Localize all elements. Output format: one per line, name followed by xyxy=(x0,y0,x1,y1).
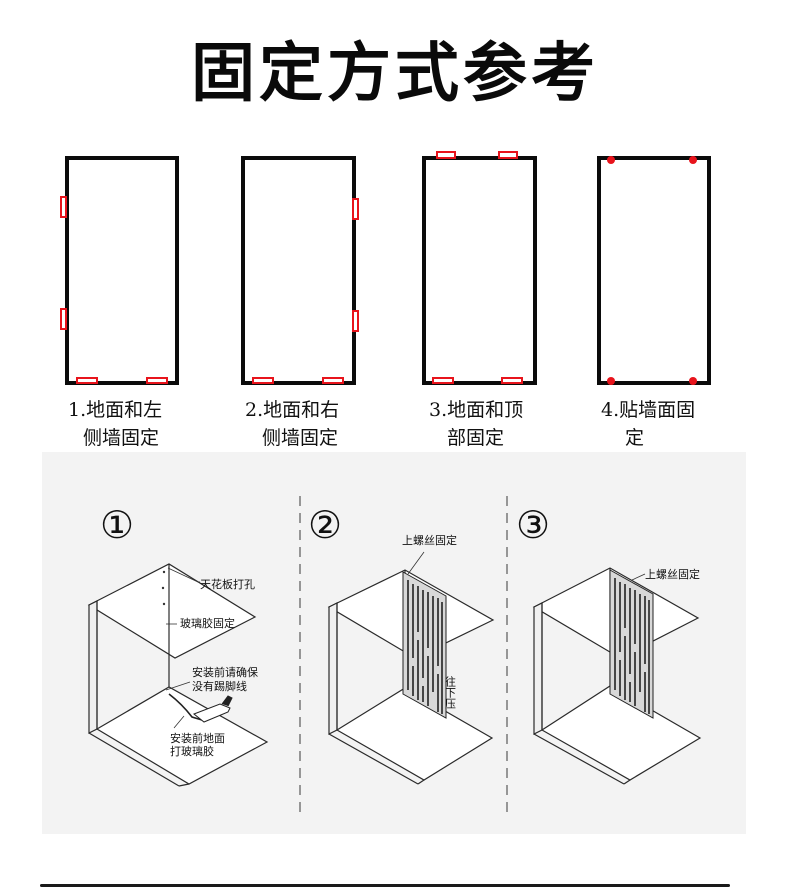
method-3-panel xyxy=(422,156,537,385)
method-2-panel xyxy=(241,156,356,385)
page-title: 固定方式参考 xyxy=(191,37,599,111)
label-press-down: 往下压 xyxy=(444,675,457,710)
step-1-number: ① xyxy=(100,503,134,547)
method-2-caption-line2: 侧墙固定 xyxy=(262,427,339,449)
installation-steps-illustration: ① 天花板打孔 玻璃胶固定 安装前请确保 没有踢脚线 xyxy=(87,496,702,814)
label-ceiling-drill: 天花板打孔 xyxy=(200,577,255,591)
step-2-screen-panel xyxy=(402,571,447,719)
method-3-caption-line1: 3.地面和顶 xyxy=(429,399,524,421)
left-wall-clip xyxy=(60,196,67,218)
method-1-panel xyxy=(65,156,179,385)
floor-clip xyxy=(146,377,168,384)
drill-hole xyxy=(162,602,166,606)
right-wall-clip xyxy=(352,310,359,332)
floor-clip xyxy=(76,377,98,384)
installation-steps-panel: ① 天花板打孔 玻璃胶固定 安装前请确保 没有踢脚线 xyxy=(42,452,746,834)
wall-anchor-dot xyxy=(689,377,697,385)
step-1-room xyxy=(87,563,269,787)
top-clip xyxy=(498,151,518,159)
leader-line xyxy=(407,551,425,575)
label-no-baseboard-line1: 安装前请确保 xyxy=(192,665,258,679)
leader-line xyxy=(631,573,646,581)
wall-anchor-dot xyxy=(607,377,615,385)
method-4-caption-line1: 4.贴墙面固 xyxy=(601,399,696,421)
floor-clip xyxy=(432,377,454,384)
label-floor-glue-line2: 打玻璃胶 xyxy=(170,744,214,758)
method-1-caption-line1: 1.地面和左 xyxy=(68,399,163,421)
leader-line xyxy=(173,715,185,729)
label-no-baseboard-line2: 没有踢脚线 xyxy=(192,679,247,693)
leader-line xyxy=(167,567,199,583)
floor-clip xyxy=(252,377,274,384)
glue-gun-icon xyxy=(193,703,231,723)
label-top-screw-step2: 上螺丝固定 xyxy=(402,533,457,547)
drill-hole xyxy=(162,570,166,574)
drill-hole xyxy=(161,586,165,590)
bottom-divider xyxy=(40,884,730,887)
leader-line xyxy=(165,681,191,691)
glue-bead xyxy=(168,693,203,721)
method-1-caption-line2: 侧墙固定 xyxy=(83,427,160,449)
top-clip xyxy=(436,151,456,159)
left-wall-clip xyxy=(60,308,67,330)
method-2-caption-line1: 2.地面和右 xyxy=(245,399,340,421)
floor-clip xyxy=(501,377,523,384)
step-2-number: ② xyxy=(308,503,342,547)
right-wall-clip xyxy=(352,198,359,220)
floor-clip xyxy=(322,377,344,384)
step-3-screen-panel xyxy=(609,569,654,719)
wall-anchor-dot xyxy=(607,156,615,164)
step-3-number: ③ xyxy=(516,503,550,547)
method-3-caption-line2: 部固定 xyxy=(447,427,505,449)
label-top-screw-step3: 上螺丝固定 xyxy=(645,567,700,581)
method-4-panel xyxy=(597,156,711,385)
label-floor-glue-line1: 安装前地面 xyxy=(170,731,225,745)
fixing-methods-row: 1.地面和左 侧墙固定 2.地面和右 侧墙固定 3.地面和顶 部固定 4.贴墙面… xyxy=(0,140,790,450)
method-4-caption-line2: 定 xyxy=(625,427,645,449)
wall-anchor-dot xyxy=(689,156,697,164)
label-glass-glue: 玻璃胶固定 xyxy=(180,616,235,630)
